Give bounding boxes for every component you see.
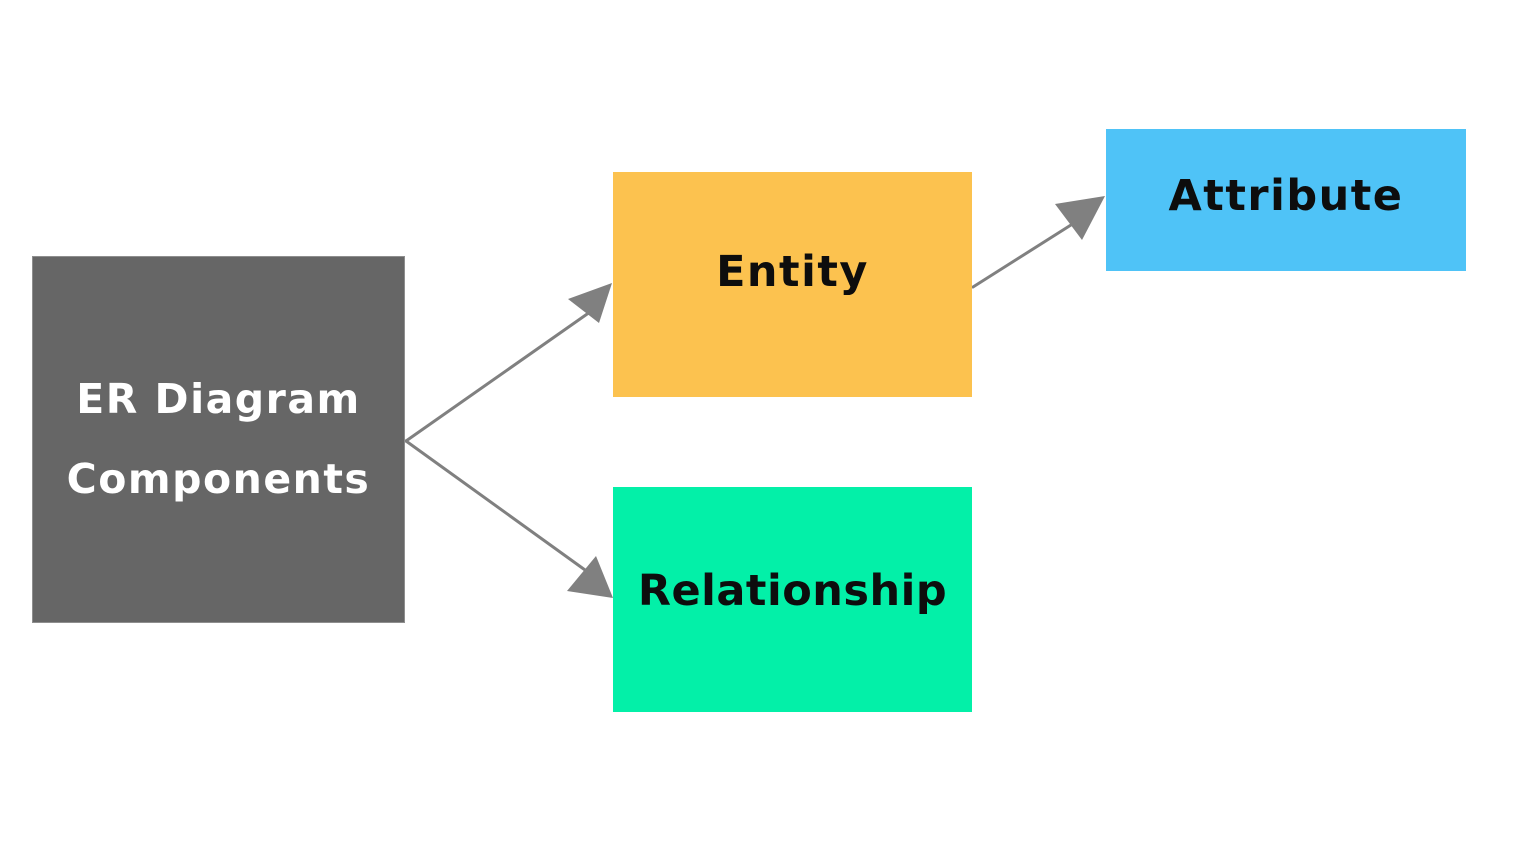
node-relationship-label: Relationship bbox=[637, 565, 948, 616]
node-root-label-line1: ER Diagram bbox=[76, 374, 361, 423]
edge-root-to-relationship[interactable] bbox=[404, 439, 613, 598]
node-root-label-line2: Components bbox=[66, 454, 371, 503]
node-entity-label: Entity bbox=[716, 246, 869, 297]
node-entity[interactable]: Entity bbox=[613, 172, 972, 397]
node-attribute[interactable]: Attribute bbox=[1106, 129, 1466, 271]
node-er-diagram-components[interactable]: ER Diagram Components bbox=[32, 256, 405, 623]
edge-root-to-entity[interactable] bbox=[404, 283, 612, 443]
node-root-label: ER Diagram Components bbox=[67, 360, 371, 520]
node-relationship[interactable]: Relationship bbox=[613, 487, 972, 712]
edge-entity-to-attribute[interactable] bbox=[971, 196, 1105, 289]
node-attribute-label: Attribute bbox=[1168, 171, 1404, 222]
